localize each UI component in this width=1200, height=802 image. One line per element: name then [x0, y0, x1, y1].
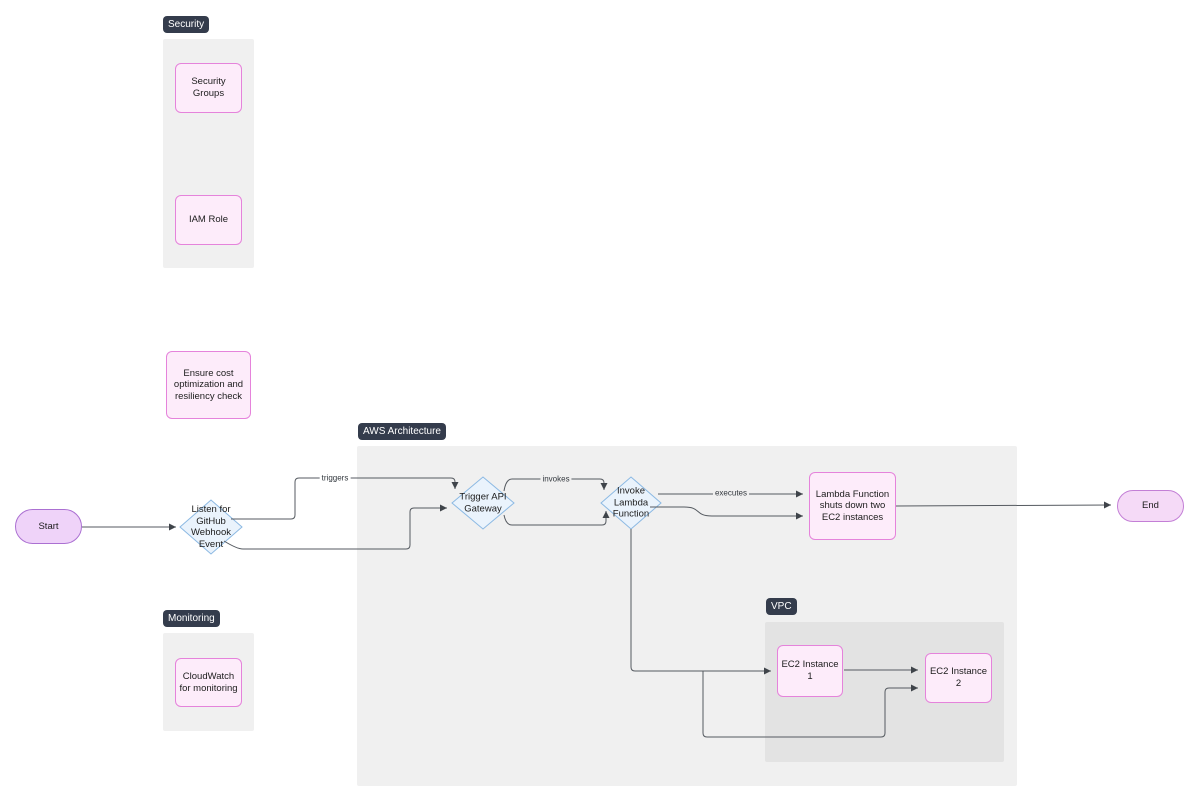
node-ensure-cost-check: Ensure cost optimization and resiliency …: [166, 351, 251, 419]
security-subgraph-label: Security: [163, 16, 210, 33]
node-security-groups: Security Groups: [175, 63, 242, 113]
aws-architecture-subgraph-label: AWS Architecture: [358, 423, 446, 440]
label-invoke-lambda: Invoke Lambda Function: [612, 485, 650, 520]
node-ec2-instance-2: EC2 Instance 2: [925, 653, 992, 703]
edge-label-executes: executes: [712, 488, 750, 498]
node-ec2-instance-1: EC2 Instance 1: [777, 645, 843, 697]
vpc-subgraph-label: VPC: [766, 598, 797, 615]
label-listen-webhook: Listen for GitHub Webhook Event: [191, 503, 231, 550]
edge-label-invokes: invokes: [540, 474, 572, 484]
node-lambda-shutdown: Lambda Function shuts down two EC2 insta…: [809, 472, 896, 540]
monitoring-subgraph-label: Monitoring: [163, 610, 220, 627]
label-trigger-api-gateway: Trigger API Gateway: [459, 491, 507, 514]
node-cloudwatch: CloudWatch for monitoring: [175, 658, 242, 707]
node-end: End: [1117, 490, 1184, 522]
edge-label-triggers: triggers: [319, 473, 351, 483]
node-iam-role: IAM Role: [175, 195, 242, 245]
node-start: Start: [15, 509, 82, 544]
